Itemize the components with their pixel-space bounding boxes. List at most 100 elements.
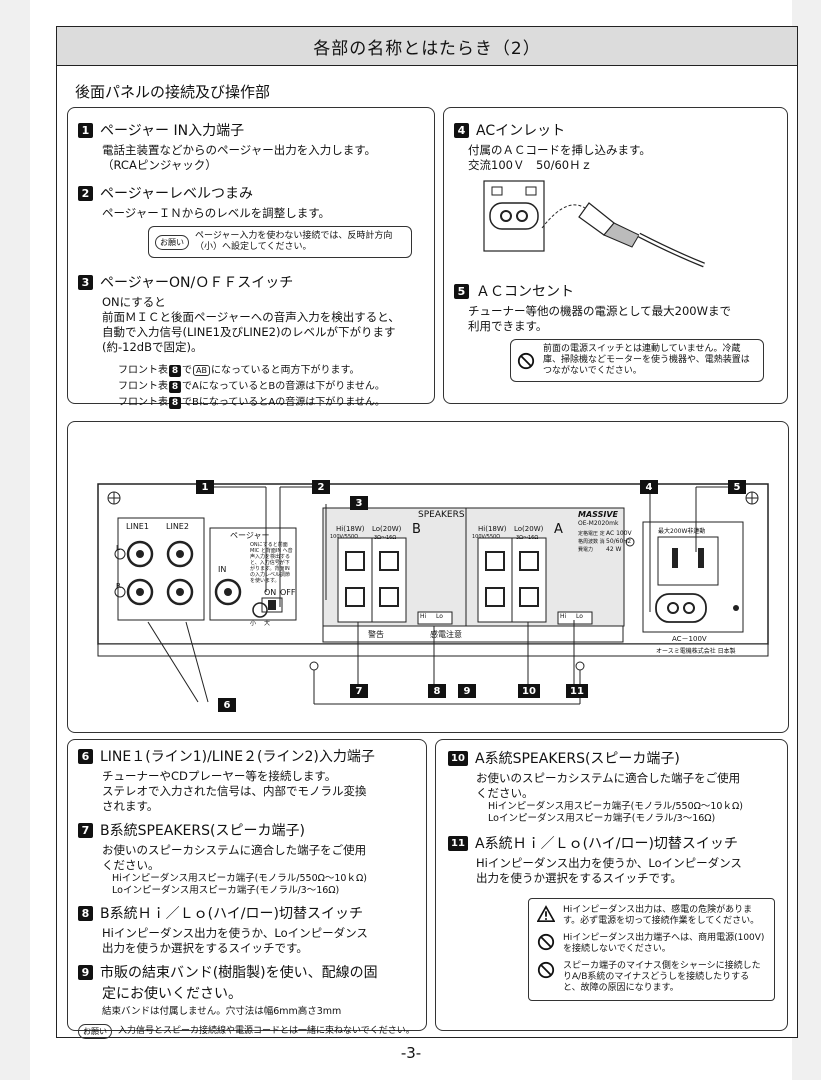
a-lo-label: Lo(20W) (514, 525, 544, 533)
front-line-pre: フロント表 (118, 397, 168, 408)
callout-2: 2 (312, 480, 330, 494)
item-number: 9 (78, 964, 93, 980)
spec-values: AC 100V 50/60Hz 42 W (606, 530, 632, 553)
caution-warning-label: 警告 (368, 630, 384, 639)
callout-11: 11 (566, 684, 588, 698)
warning-triangle-icon (537, 905, 555, 923)
item-7: 7 B系統SPEAKERS(スピーカ端子) お使いのスピーカシステムに適合した端子… (78, 820, 416, 897)
section-title: 後面パネルの接続及び操作部 (75, 83, 271, 101)
callout-9: 9 (458, 684, 476, 698)
pager-label: ページャー (230, 531, 270, 540)
desc-line: Hiインピーダンス出力を使うか、Loインピーダンス (102, 926, 368, 940)
desc-line: されます。 (102, 799, 159, 813)
warning-text: スピーカ端子のマイナス側をシャーシに接続したりA/B系統のマイナスどうしを接続し… (563, 961, 761, 993)
pager-in-label: IN (218, 565, 227, 574)
line2-label: LINE2 (166, 522, 189, 531)
front-line-post: で (182, 365, 192, 376)
front-line-pre: フロント表 (118, 365, 168, 376)
front-line-post: でAになっているとBの音源は下がりません。 (182, 381, 385, 392)
a-hi-switch-label: Hi (560, 613, 567, 620)
front-line-post: でBになっているとAの音源は下がりません。 (182, 397, 385, 408)
warning-box: Hiインピーダンス出力は、感電の危険があります。必ず電源を切って接続作業をしてく… (528, 898, 775, 1001)
l-label: L (116, 544, 120, 552)
prohibited-icon (537, 933, 555, 951)
desc-line: 前面ＭＩＣと後面ページャーへの音声入力を検出すると、 (102, 310, 400, 324)
desc-line: Hiインピーダンス出力を使うか、Loインピーダンス (476, 856, 742, 870)
desc-line: 付属のＡＣコードを挿し込みます。 (468, 143, 651, 157)
ab-badge: AB (193, 365, 210, 376)
item-desc: 電話主装置などからのページャー出力を入力します。 （RCAピンジャック） (78, 143, 424, 173)
warning-row: Hiインピーダンス出力は、感電の危険があります。必ず電源を切って接続作業をしてく… (537, 905, 766, 927)
a-lo-switch-label: Lo (576, 613, 583, 620)
item-number: 10 (448, 750, 468, 766)
item-sub: Hiインピーダンス用スピーカ端子(モノラル/550Ω～10ｋΩ) Loインピーダ… (78, 873, 416, 897)
item-number: 8 (169, 381, 181, 393)
warning-row: スピーカ端子のマイナス側をシャーシに接続したりA/B系統のマイナスどうしを接続し… (537, 961, 766, 994)
prohibited-icon (537, 961, 555, 979)
onegai-badge: お願い (155, 234, 189, 250)
item-title: B系統SPEAKERS(スピーカ端子) (100, 823, 305, 839)
item-desc: お使いのスピーカシステムに適合した端子をご使用 ください。 (448, 771, 775, 801)
item-title: ページャーON/ＯＦＦスイッチ (100, 275, 294, 291)
desc-line: ページャーＩＮからのレベルを調整します。 (102, 206, 331, 220)
model-label: OE-M2020mk (578, 520, 619, 527)
b-hi-imp-label: 100V/550Ω (330, 534, 359, 540)
prohibited-icon (517, 352, 535, 369)
b-lo-label: Lo(20W) (372, 525, 402, 533)
desc-line: ください。 (102, 858, 160, 872)
item-number: 8 (78, 905, 93, 921)
callout-4: 4 (640, 480, 658, 494)
ac-label: AC－100V (672, 635, 707, 643)
item-number: 8 (169, 365, 181, 377)
item-number: 11 (448, 835, 468, 851)
callout-7: 7 (350, 684, 368, 698)
a-hi-imp-label: 100V/550Ω (472, 534, 501, 540)
pager-note: ONにすると前面MIC と背面IN へ音声入力を検出すると、入力信号が下がります… (250, 542, 293, 584)
item-number: 7 (78, 822, 93, 838)
speakers-label: SPEAKERS (418, 510, 465, 520)
item-sub: Hiインピーダンス用スピーカ端子(モノラル/550Ω～10ｋΩ) Loインピーダ… (448, 801, 775, 825)
callout-10: 10 (518, 684, 540, 698)
level-small-label: 小 (250, 620, 257, 627)
note-box: お願い ページャー入力を使わない接続では、反時計方向（小）へ設定してください。 (148, 226, 412, 258)
page-number: -3- (400, 1044, 422, 1062)
front-line-pre: フロント表 (118, 381, 168, 392)
system-a-label: A (554, 522, 563, 537)
note-box: お願い 入力信号とスピーカ接続線や電源コードとは一緒に束ねないでください。 (78, 1022, 416, 1041)
item-desc: ONにすると 前面ＭＩＣと後面ページャーへの音声入力を検出すると、 自動で入力信… (78, 295, 424, 355)
spec-labels: 定格電圧 定格周波数 消費電力 (578, 531, 605, 553)
desc-line: 結束バンドは付属しません。穴寸法は幅6mm高さ3mm (102, 1006, 342, 1017)
warning-text: Hiインピーダンス出力端子へは、商用電源(100V)を接続しないでください。 (563, 933, 765, 954)
onegai-badge: お願い (78, 1024, 112, 1039)
desc-line: 電話主装置などからのページャー出力を入力します。 (102, 143, 377, 157)
note-text: 前面の電源スイッチとは連動していません。冷蔵庫、掃除機などモーターを使う機器や、… (543, 344, 750, 376)
warning-text: Hiインピーダンス出力は、感電の危険があります。必ず電源を切って接続作業をしてく… (563, 905, 760, 926)
desc-line: ください。 (476, 786, 534, 800)
callout-1: 1 (196, 480, 214, 494)
note-text: ページャー入力を使わない接続では、反時計方向（小）へ設定してください。 (195, 231, 393, 252)
item-desc: チューナー等他の機器の電源として最大200Wまで 利用できます。 (454, 304, 777, 334)
desc-line: チューナー等他の機器の電源として最大200Wまで (468, 304, 731, 318)
switch-off-label: OFF (280, 588, 296, 597)
a-hi-label: Hi(18W) (478, 525, 507, 533)
item-desc: お使いのスピーカシステムに適合した端子をご使用 ください。 (78, 843, 416, 873)
switch-on-label: ON (264, 588, 277, 597)
item-title: ページャー IN入力端子 (100, 123, 245, 139)
item-desc: Hiインピーダンス出力を使うか、Loインピーダンス 出力を使うか選択をするスイッ… (448, 856, 775, 886)
note-text: 入力信号とスピーカ接続線や電源コードとは一緒に束ねないでください。 (118, 1026, 415, 1036)
callout-3: 3 (350, 496, 368, 510)
rear-panel-diagram (97, 483, 769, 705)
desc-line: チューナーやCDプレーヤー等を接続します。 (102, 769, 337, 783)
system-b-label: B (412, 522, 421, 537)
b-lo-imp-label: 3Ω～16Ω (374, 535, 397, 541)
desc-line: ONにすると (102, 295, 166, 309)
b-hi-switch-label: Hi (420, 613, 427, 620)
